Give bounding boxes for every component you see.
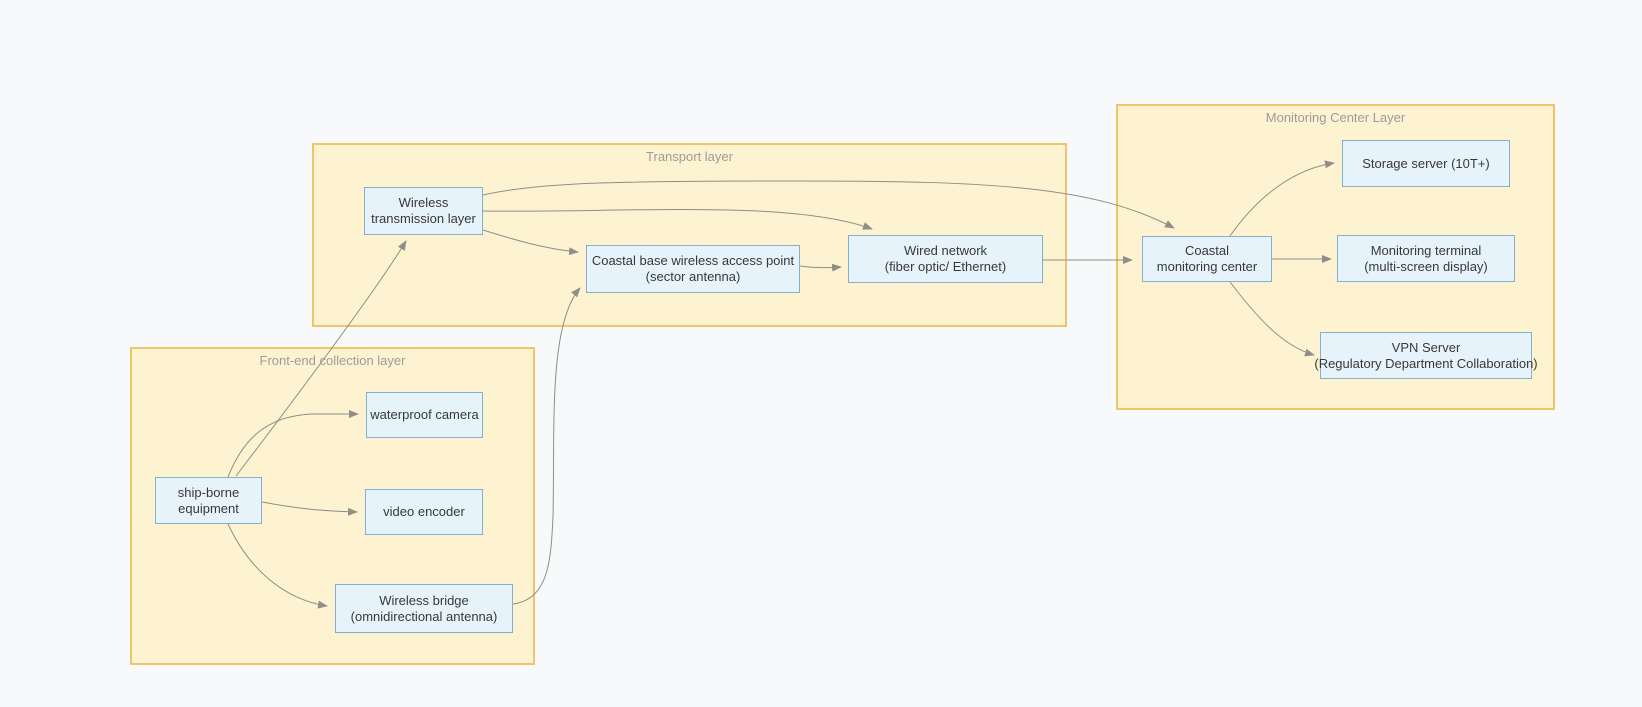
node-label-monitoring-terminal: Monitoring terminal (multi-screen displa… [1364, 242, 1488, 274]
node-label-vpn-server: VPN Server (Regulatory Department Collab… [1314, 339, 1538, 371]
node-wireless-bridge: Wireless bridge (omnidirectional antenna… [335, 584, 513, 633]
node-label-video-encoder: video encoder [383, 504, 465, 519]
container-title-front-end: Front-end collection layer [259, 353, 406, 368]
node-label-coastal-base-wireless-access-point: Coastal base wireless access point (sect… [591, 253, 795, 284]
node-video-encoder: video encoder [365, 489, 483, 535]
node-label-wireless-bridge: Wireless bridge (omnidirectional antenna… [350, 592, 498, 624]
node-storage-server: Storage server (10T+) [1342, 140, 1510, 187]
node-monitoring-terminal: Monitoring terminal (multi-screen displa… [1337, 235, 1515, 282]
node-label-wired-network: Wired network (fiber optic/ Ethernet) [884, 243, 1007, 274]
node-coastal-monitoring-center: Coastal monitoring center [1142, 236, 1272, 282]
node-label-waterproof-camera: waterproof camera [370, 407, 479, 422]
node-label-ship-borne-equipment: ship-borne equipment [177, 484, 240, 516]
node-wireless-transmission-layer: Wireless transmission layer [364, 187, 483, 235]
node-vpn-server: VPN Server (Regulatory Department Collab… [1314, 332, 1538, 379]
node-label-coastal-monitoring-center: Coastal monitoring center [1156, 243, 1258, 274]
node-label-storage-server: Storage server (10T+) [1362, 155, 1490, 171]
node-wired-network: Wired network (fiber optic/ Ethernet) [848, 235, 1043, 283]
container-title-monitoring: Monitoring Center Layer [1265, 110, 1406, 125]
container-title-transport: Transport layer [646, 149, 733, 164]
node-label-wireless-transmission-layer: Wireless transmission layer [371, 195, 476, 226]
node-ship-borne-equipment: ship-borne equipment [155, 477, 262, 524]
node-coastal-base-wireless-access-point: Coastal base wireless access point (sect… [586, 245, 800, 293]
node-waterproof-camera: waterproof camera [366, 392, 483, 438]
